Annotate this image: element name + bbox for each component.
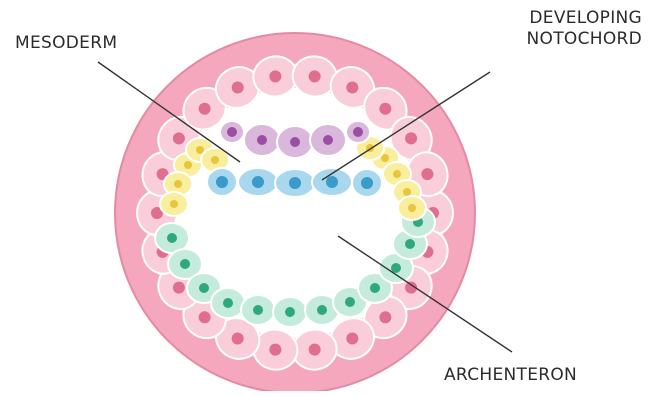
somite-cell — [346, 121, 370, 143]
endoderm-cell — [273, 297, 307, 327]
label-archenteron: ARCHENTERON — [444, 365, 577, 386]
notochord-cell — [352, 169, 382, 197]
label-developing-notochord: DEVELOPING NOTOCHORD — [527, 8, 643, 50]
label-notochord-line2: NOTOCHORD — [527, 29, 643, 50]
mesoderm-cell-nucleus — [393, 170, 401, 178]
somite-cell — [277, 126, 313, 158]
endoderm-cell-nucleus — [285, 307, 295, 317]
notochord-cell-nucleus — [361, 177, 373, 189]
somite-cell-nucleus — [353, 127, 363, 137]
notochord-cell — [312, 168, 352, 196]
endoderm-cell-nucleus — [253, 305, 263, 315]
notochord-cell — [207, 168, 237, 196]
mesoderm-cell-nucleus — [170, 200, 178, 208]
somite-cell — [310, 124, 346, 156]
endoderm-cell-nucleus — [345, 297, 355, 307]
somite-cell-nucleus — [290, 137, 300, 147]
mesoderm-cell — [398, 196, 426, 220]
notochord-cell-nucleus — [326, 176, 338, 188]
endoderm-cell-nucleus — [223, 298, 233, 308]
label-mesoderm: MESODERM — [15, 33, 117, 54]
endoderm-cell-nucleus — [370, 283, 380, 293]
somite-cell — [244, 124, 280, 156]
endoderm-cell — [241, 295, 275, 325]
mesoderm-cell-nucleus — [408, 204, 416, 212]
endoderm-cell-nucleus — [317, 305, 327, 315]
mesoderm-cell-nucleus — [184, 161, 192, 169]
notochord-cell — [275, 169, 315, 197]
label-notochord-line1: DEVELOPING — [527, 8, 643, 29]
endoderm-cell-nucleus — [167, 233, 177, 243]
notochord-cell — [238, 168, 278, 196]
endoderm-cell-nucleus — [405, 239, 415, 249]
mesoderm-cell — [160, 192, 188, 216]
endoderm-cell-nucleus — [199, 283, 209, 293]
notochord-cell-nucleus — [252, 176, 264, 188]
endoderm-cell-nucleus — [180, 259, 190, 269]
mesoderm-cell-nucleus — [174, 180, 182, 188]
mesoderm-cell-nucleus — [403, 188, 411, 196]
endoderm-cell — [211, 288, 245, 318]
somite-cell — [220, 121, 244, 143]
mesoderm-cell-nucleus — [211, 156, 219, 164]
somite-cell-nucleus — [227, 127, 237, 137]
somite-cell-nucleus — [323, 135, 333, 145]
somite-cell-nucleus — [257, 135, 267, 145]
notochord-cell-nucleus — [216, 176, 228, 188]
notochord-cell-nucleus — [289, 177, 301, 189]
